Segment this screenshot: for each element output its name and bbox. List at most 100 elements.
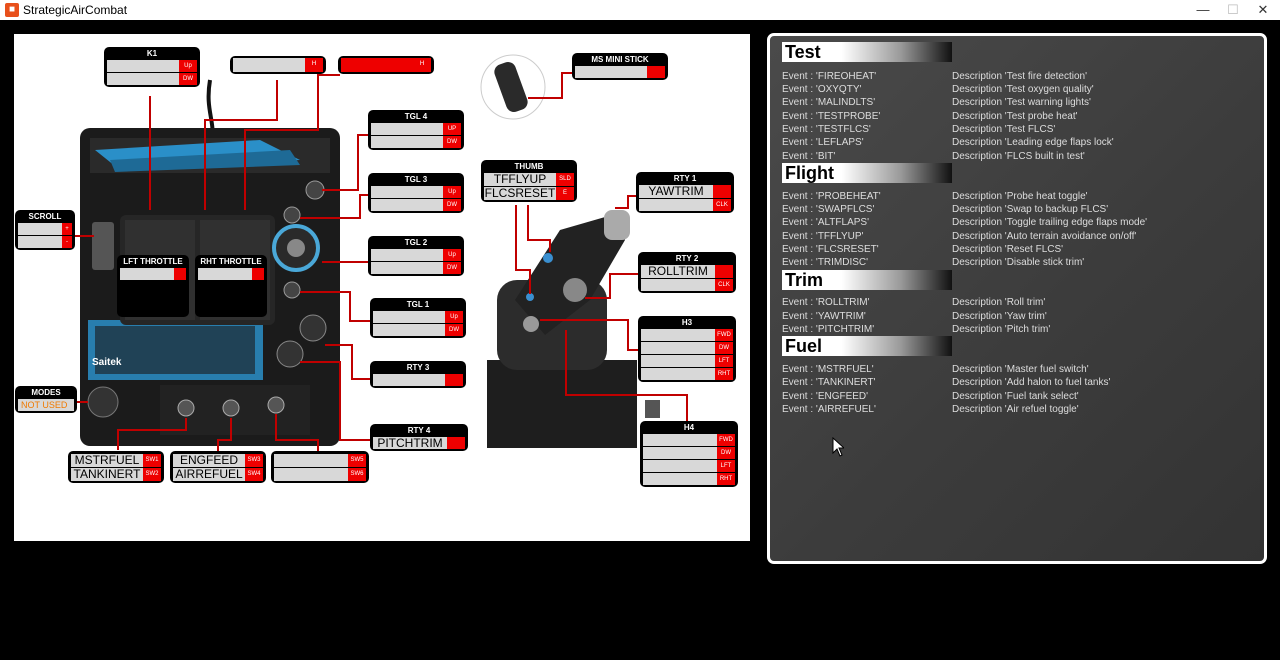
- event-description: Description 'Test FLCS': [952, 124, 1056, 135]
- binding-value[interactable]: [643, 434, 717, 446]
- event-name[interactable]: Event : 'MSTRFUEL': [782, 364, 874, 375]
- event-name[interactable]: Event : 'AIRREFUEL': [782, 404, 876, 415]
- event-name[interactable]: Event : 'YAWTRIM': [782, 311, 866, 322]
- binding-rty1[interactable]: RTY 1 YAWTRIM CLK: [636, 172, 734, 213]
- binding-value[interactable]: [371, 249, 443, 261]
- event-name[interactable]: Event : 'SWAPFLCS': [782, 204, 875, 215]
- binding-value[interactable]: [371, 123, 443, 135]
- binding-value[interactable]: ROLLTRIM: [641, 265, 715, 278]
- binding-value[interactable]: [341, 58, 413, 72]
- binding-value[interactable]: MSTRFUEL: [71, 454, 143, 467]
- binding-value[interactable]: [641, 342, 715, 354]
- event-name[interactable]: Event : 'PITCHTRIM': [782, 324, 875, 335]
- binding-title: RHT THROTTLE: [200, 257, 262, 266]
- binding-tag: UP: [443, 123, 461, 135]
- event-name[interactable]: Event : 'PROBEHEAT': [782, 191, 881, 202]
- binding-value[interactable]: FLCSRESET: [484, 187, 556, 200]
- binding-value[interactable]: [639, 199, 713, 211]
- binding-value[interactable]: ENGFEED: [173, 454, 245, 467]
- binding-value[interactable]: [641, 279, 715, 291]
- binding-value[interactable]: NOT USED: [18, 399, 74, 411]
- binding-value[interactable]: [18, 236, 62, 248]
- event-name[interactable]: Event : 'TRIMDISC': [782, 257, 869, 268]
- binding-title: H4: [683, 423, 695, 432]
- event-name[interactable]: Event : 'TESTFLCS': [782, 124, 871, 135]
- binding-value[interactable]: [198, 268, 252, 280]
- binding-tgl1[interactable]: TGL 1 Up DW: [370, 298, 466, 338]
- binding-rty4[interactable]: RTY 4 PITCHTRIM: [370, 424, 468, 451]
- binding-tag: [252, 268, 264, 280]
- binding-value[interactable]: [120, 268, 174, 280]
- binding-k1[interactable]: K1 Up DW: [104, 47, 200, 87]
- binding-tag: SW3: [245, 454, 263, 467]
- binding-value[interactable]: AIRREFUEL: [173, 468, 245, 481]
- binding-tag: FWD: [717, 434, 735, 446]
- binding-ms-mini-stick[interactable]: MS MINI STICK: [572, 53, 668, 80]
- binding-h3[interactable]: H3 FWD DW LFT RHT: [638, 316, 736, 382]
- binding-modes[interactable]: MODES NOT USED: [15, 386, 77, 413]
- binding-title: RTY 4: [407, 426, 431, 435]
- event-description: Description 'Master fuel switch': [952, 364, 1089, 375]
- binding-value[interactable]: [643, 460, 717, 472]
- event-description: Description 'Roll trim': [952, 297, 1046, 308]
- event-name[interactable]: Event : 'TANKINERT': [782, 377, 876, 388]
- binding-rty3[interactable]: RTY 3: [370, 361, 466, 388]
- binding-value[interactable]: [371, 136, 443, 148]
- binding-value[interactable]: [233, 58, 305, 72]
- minimize-button[interactable]: —: [1196, 2, 1210, 17]
- binding-value[interactable]: [107, 60, 179, 72]
- binding-tgl3[interactable]: TGL 3 Up DW: [368, 173, 464, 213]
- binding-value[interactable]: TANKINERT: [71, 468, 143, 481]
- binding-value[interactable]: [373, 311, 445, 323]
- binding-value[interactable]: [107, 73, 179, 85]
- binding-rht-throttle[interactable]: RHT THROTTLE: [195, 255, 267, 317]
- event-name[interactable]: Event : 'OXYQTY': [782, 84, 862, 95]
- binding-tag: [447, 437, 465, 449]
- binding-rty2[interactable]: RTY 2 ROLLTRIM CLK: [638, 252, 736, 293]
- binding-value[interactable]: PITCHTRIM: [373, 437, 447, 449]
- binding-value[interactable]: YAWTRIM: [639, 185, 713, 198]
- binding-value[interactable]: [373, 324, 445, 336]
- binding-sw56[interactable]: SW5 SW6: [271, 451, 369, 483]
- event-name[interactable]: Event : 'MALINDLTS': [782, 97, 876, 108]
- event-name[interactable]: Event : 'FLCSRESET': [782, 244, 879, 255]
- binding-value[interactable]: [371, 186, 443, 198]
- event-name[interactable]: Event : 'ROLLTRIM': [782, 297, 870, 308]
- binding-tgl2[interactable]: TGL 2 Up DW: [368, 236, 464, 276]
- binding-value[interactable]: [641, 355, 715, 367]
- binding-value[interactable]: [18, 223, 62, 235]
- binding-value[interactable]: [643, 447, 717, 459]
- binding-k3[interactable]: H: [338, 56, 434, 74]
- binding-value[interactable]: TFFLYUP: [484, 173, 556, 186]
- binding-scroll[interactable]: SCROLL + -: [15, 210, 75, 250]
- event-name[interactable]: Event : 'TESTPROBE': [782, 111, 881, 122]
- close-button[interactable]: ✕: [1257, 2, 1269, 17]
- binding-h4[interactable]: H4 FWD DW LFT RHT: [640, 421, 738, 487]
- event-name[interactable]: Event : 'TFFLYUP': [782, 231, 864, 242]
- event-name[interactable]: Event : 'FIREOHEAT': [782, 71, 877, 82]
- binding-value[interactable]: [575, 66, 647, 78]
- maximize-button[interactable]: ☐: [1227, 2, 1239, 17]
- event-name[interactable]: Event : 'ENGFEED': [782, 391, 869, 402]
- binding-tag: [445, 374, 463, 386]
- binding-value[interactable]: [371, 262, 443, 274]
- binding-k2[interactable]: H: [230, 56, 326, 74]
- section-title-fuel: Fuel: [782, 336, 952, 356]
- binding-value[interactable]: [641, 329, 715, 341]
- binding-tag: SW2: [143, 468, 161, 481]
- event-name[interactable]: Event : 'ALTFLAPS': [782, 217, 870, 228]
- binding-tgl4[interactable]: TGL 4 UP DW: [368, 110, 464, 150]
- event-name[interactable]: Event : 'LEFLAPS': [782, 137, 864, 148]
- binding-value[interactable]: [274, 468, 348, 481]
- event-name[interactable]: Event : 'BIT': [782, 151, 836, 162]
- binding-value[interactable]: [274, 454, 348, 467]
- binding-lft-throttle[interactable]: LFT THROTTLE: [117, 255, 189, 317]
- binding-value[interactable]: [643, 473, 717, 485]
- binding-value[interactable]: [641, 368, 715, 380]
- binding-value[interactable]: [371, 199, 443, 211]
- section-title-test: Test: [782, 42, 952, 62]
- binding-value[interactable]: [373, 374, 445, 386]
